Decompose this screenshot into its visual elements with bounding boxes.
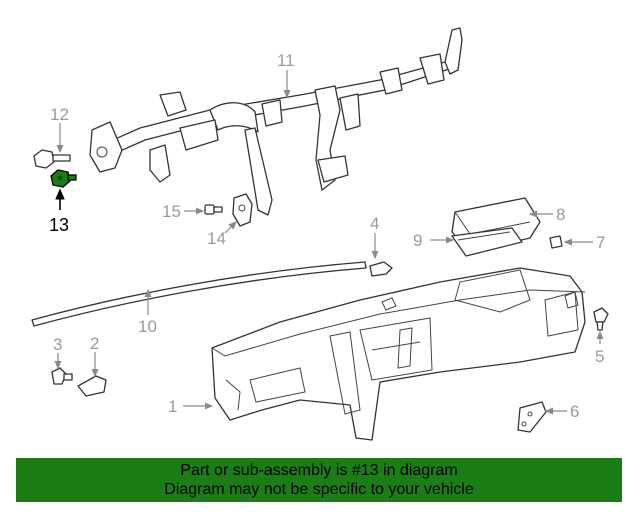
leader-14 bbox=[224, 221, 237, 234]
banner-line-2: Diagram may not be specific to your vehi… bbox=[164, 481, 474, 498]
part-13-nut-highlighted bbox=[50, 169, 77, 188]
callout-10: 10 bbox=[138, 317, 157, 336]
callout-8: 8 bbox=[556, 205, 565, 224]
callout-6: 6 bbox=[570, 402, 579, 421]
callout-13: 13 bbox=[49, 215, 69, 235]
part-4-clip bbox=[369, 261, 393, 277]
callout-12: 12 bbox=[50, 105, 69, 124]
part-1-instrument-panel bbox=[211, 267, 586, 441]
callout-7: 7 bbox=[596, 233, 605, 252]
part-9-airbag-frame bbox=[451, 227, 523, 257]
callout-15: 15 bbox=[162, 202, 181, 221]
banner-line-1: Part or sub-assembly is #13 in diagram bbox=[180, 462, 458, 479]
info-banner: Part or sub-assembly is #13 in diagram D… bbox=[16, 458, 622, 502]
part-12-bolt bbox=[33, 149, 71, 169]
part-6-bracket bbox=[517, 401, 547, 433]
callout-4: 4 bbox=[370, 214, 379, 233]
callout-9: 9 bbox=[413, 231, 422, 250]
callout-11: 11 bbox=[277, 51, 295, 70]
part-3-clip bbox=[51, 367, 73, 385]
callout-14: 14 bbox=[207, 229, 226, 248]
part-2-bracket bbox=[77, 375, 107, 397]
callout-5: 5 bbox=[595, 347, 604, 366]
part-15-screw bbox=[204, 204, 223, 215]
part-7-clip bbox=[549, 235, 563, 249]
part-11-reinforcement-beam bbox=[89, 27, 463, 216]
part-14-bracket bbox=[232, 193, 253, 227]
callout-3: 3 bbox=[53, 335, 62, 354]
part-5-screw bbox=[593, 307, 609, 331]
part-10-molding-strip bbox=[31, 261, 367, 327]
callout-2: 2 bbox=[90, 334, 99, 353]
callout-1: 1 bbox=[168, 397, 177, 416]
parts-diagram: 11 12 13 15 14 4 8 9 7 10 3 2 5 1 6 bbox=[31, 27, 609, 441]
